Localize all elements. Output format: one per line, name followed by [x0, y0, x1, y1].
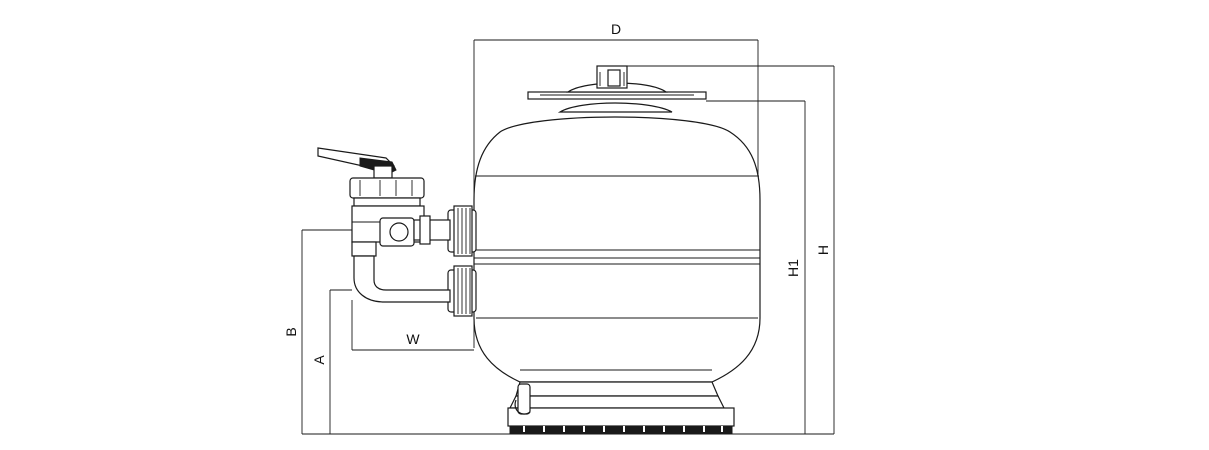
dimension-h-label: H [815, 245, 831, 255]
return-pipe [353, 255, 451, 303]
dimension-a-label: A [311, 355, 327, 365]
dimension-lines: D H H1 B A W [283, 21, 835, 435]
dimension-h1-label: H1 [785, 259, 801, 277]
filter-tank [473, 65, 761, 383]
upper-union [447, 205, 477, 257]
base-ribs [509, 425, 733, 435]
tank-unions [447, 205, 477, 317]
lower-union [447, 265, 477, 317]
air-release-valve [596, 65, 628, 89]
dimension-b: B [283, 229, 352, 434]
lid-flange [527, 91, 707, 100]
multiport-valve [317, 147, 451, 303]
valve-handle [317, 147, 397, 179]
dimension-w-label: W [406, 331, 420, 347]
filter-base [507, 381, 735, 435]
tank-shell [473, 116, 761, 383]
dimension-h1: H1 [706, 100, 806, 434]
drain-plug [514, 383, 531, 415]
dimension-a: A [311, 289, 352, 434]
valve-head [349, 177, 425, 199]
dimension-w: W [351, 300, 474, 351]
dimension-b-label: B [283, 327, 299, 336]
dimension-d-label: D [611, 21, 621, 37]
